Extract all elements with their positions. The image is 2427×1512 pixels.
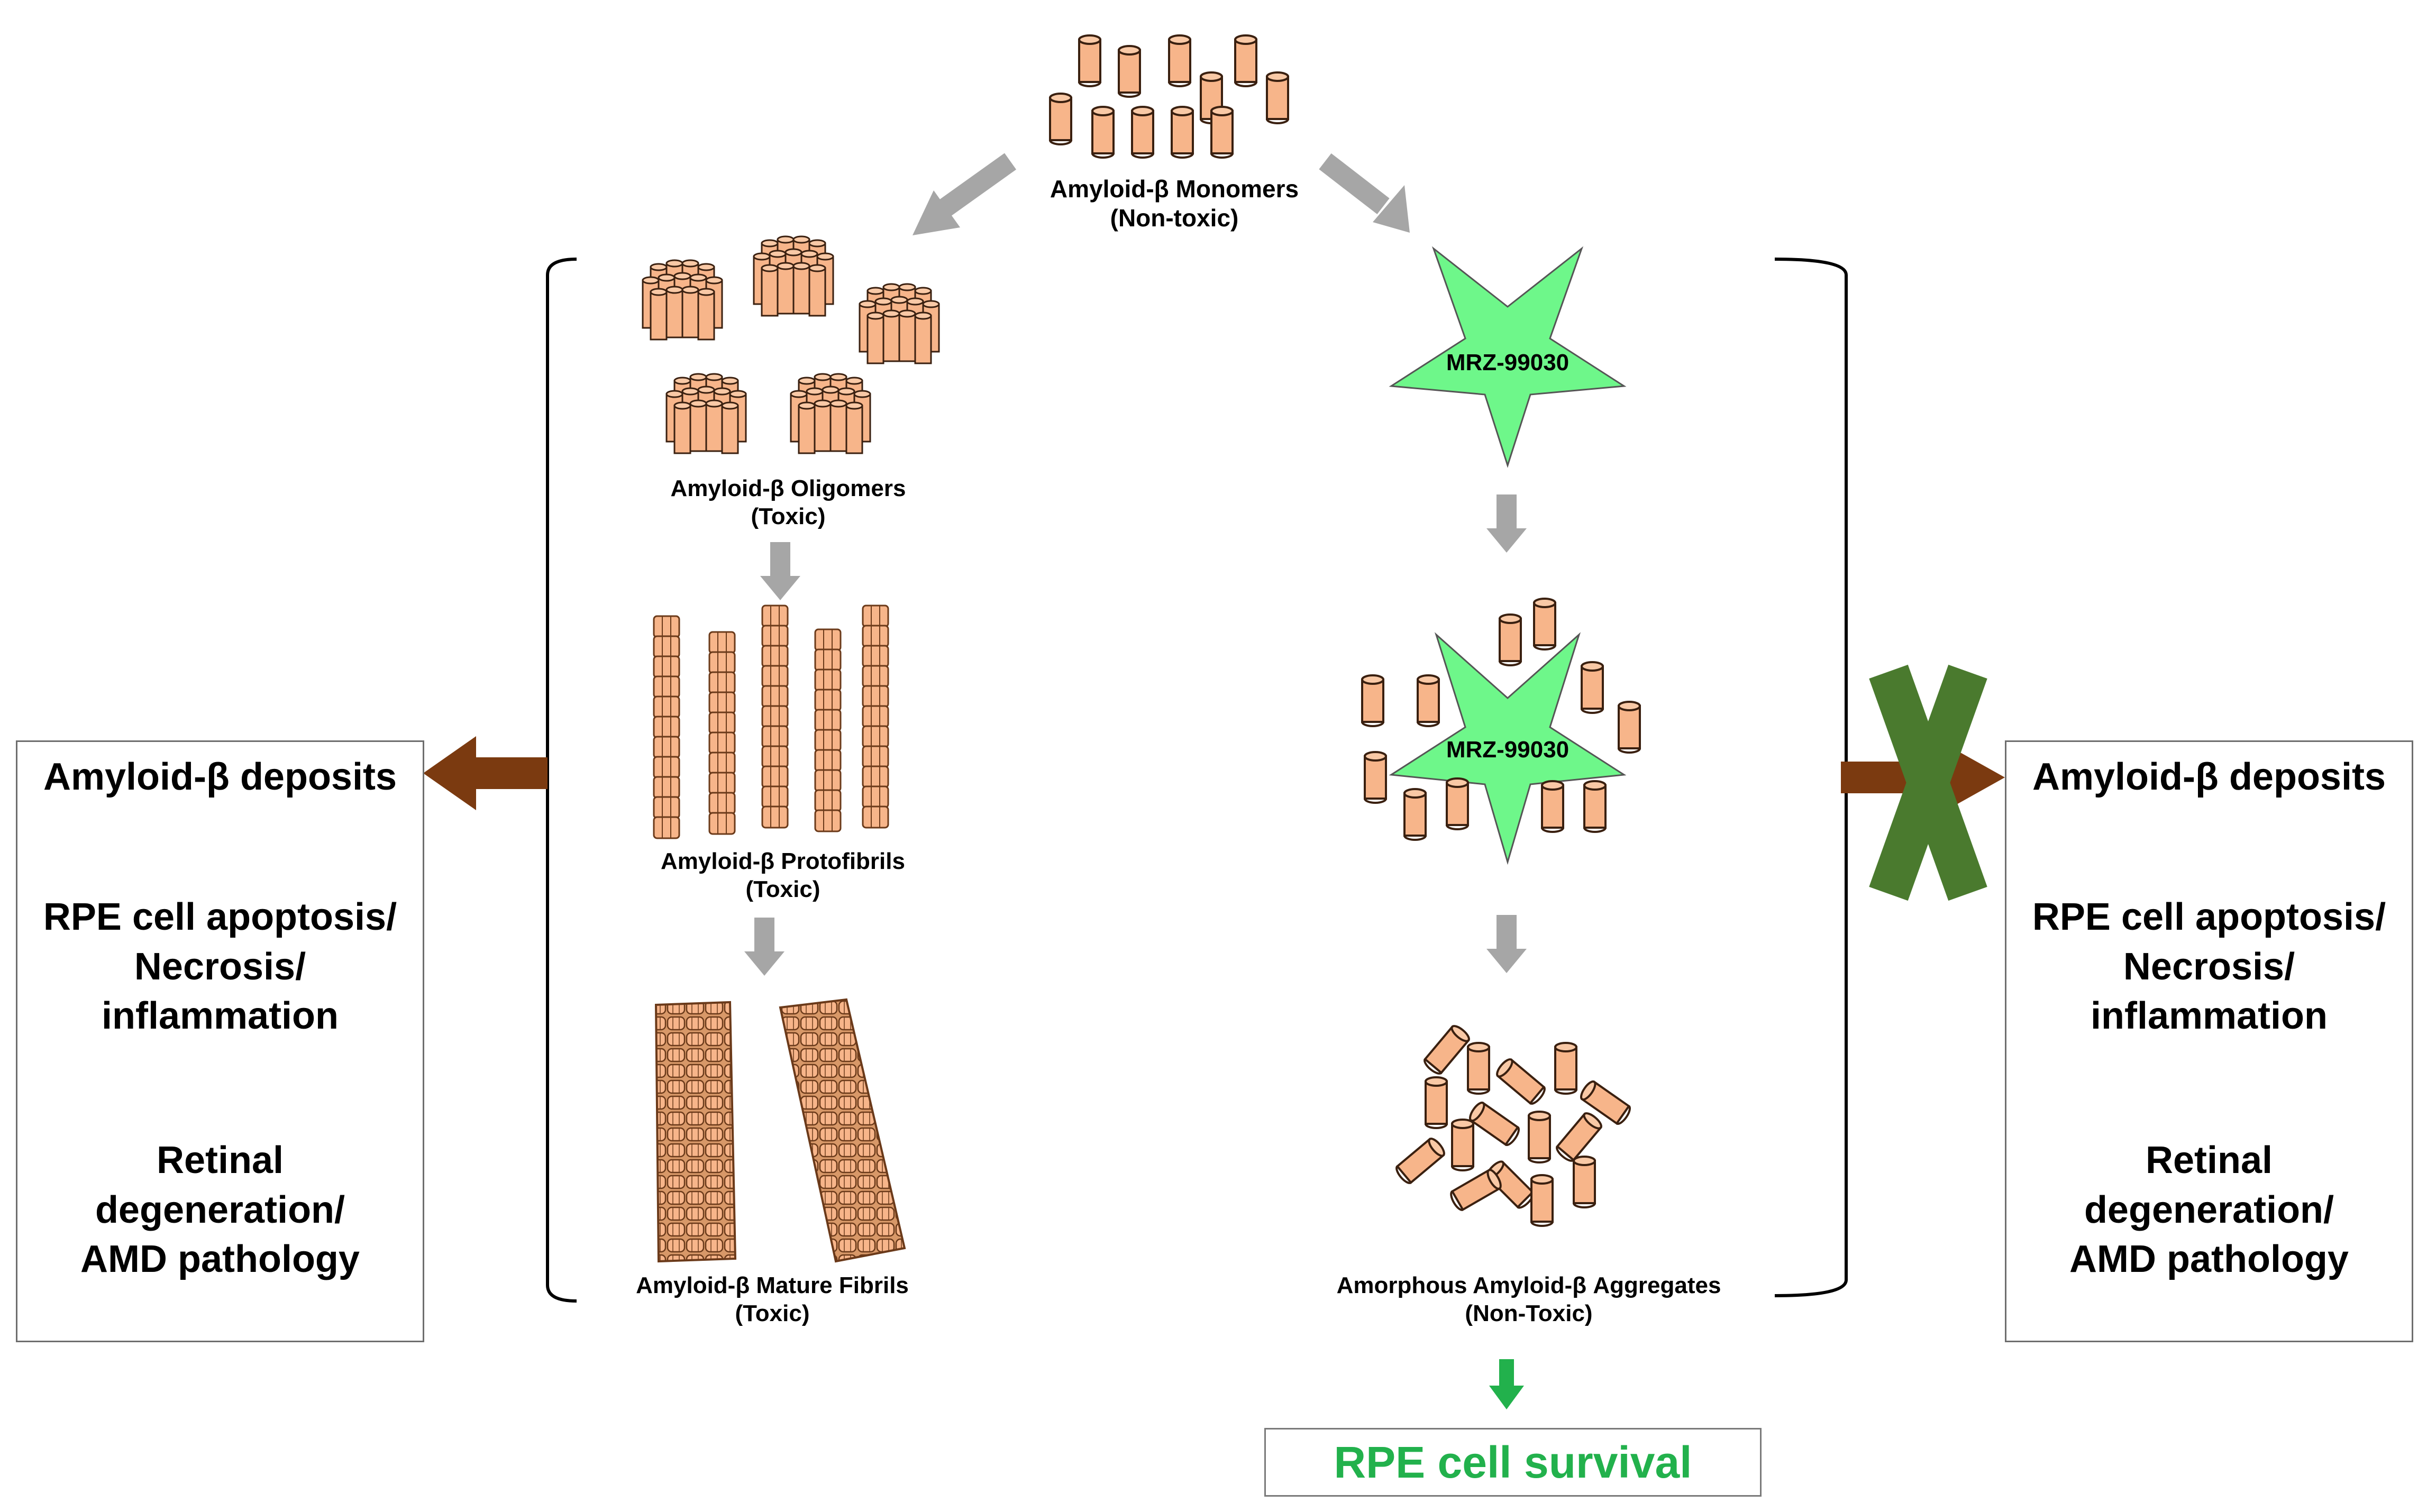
left-step-degeneration: Retinal degeneration/ AMD pathology — [80, 1139, 360, 1281]
mature-fibrils — [654, 998, 906, 1263]
protofibrils-cluster — [653, 604, 889, 839]
amorphous-aggregates — [1393, 1022, 1634, 1227]
protofibril-segment — [708, 752, 736, 775]
protofibril-segment — [814, 769, 842, 792]
protofibril-segment — [761, 765, 789, 789]
protofibril-segment — [862, 685, 889, 708]
protofibril-segment — [708, 671, 736, 694]
protofibril-segment — [708, 772, 736, 795]
protofibril-segment — [814, 668, 842, 692]
arrow-to-drug — [1319, 153, 1410, 233]
left-step-deposits: Amyloid-β deposits — [43, 756, 397, 798]
right-pathology-box: Amyloid-β deposits RPE cell apoptosis/ N… — [2005, 740, 2413, 1342]
green-arrow-to-survival — [1489, 1359, 1524, 1409]
arrow-drug-to-complex — [1486, 494, 1527, 553]
protofibril-segment — [708, 731, 736, 755]
right-step-deposits: Amyloid-β deposits — [2032, 756, 2386, 798]
brown-arrow-left — [423, 736, 548, 810]
protofibril-segment — [862, 665, 889, 688]
protofibril-segment — [761, 665, 789, 688]
protofibril-segment — [708, 711, 736, 735]
protofibril-segment — [708, 812, 736, 835]
protofibril-segment — [862, 765, 889, 789]
protofibril-segment — [814, 648, 842, 672]
protofibril-segment — [653, 716, 680, 739]
protofibril-segment — [814, 749, 842, 772]
protofibril-segment — [814, 809, 842, 832]
protofibril-segment — [862, 604, 889, 628]
protofibril-segment — [862, 645, 889, 668]
protofibril-segment — [761, 705, 789, 728]
protofibril-segment — [653, 655, 680, 679]
protofibril-segment — [653, 756, 680, 779]
protofibril-segment — [653, 816, 680, 839]
oligomers-cluster — [643, 236, 939, 453]
protofibril-segment — [708, 631, 736, 654]
protofibril-segment — [761, 785, 789, 809]
mature-fibrils-label: Amyloid-β Mature Fibrils (Toxic) — [636, 1272, 909, 1326]
arrow-protofibrils-to-fibrils — [744, 918, 784, 976]
protofibril-segment — [708, 651, 736, 674]
protofibril-segment — [653, 776, 680, 799]
protofibril-segment — [862, 785, 889, 809]
protofibril-segment — [814, 689, 842, 712]
arrow-complex-to-amorphous — [1486, 915, 1527, 973]
right-bracket — [1774, 258, 1848, 1297]
amorphous-label: Amorphous Amyloid-β Aggregates (Non-Toxi… — [1336, 1272, 1721, 1326]
drug-label: MRZ-99030 — [1446, 350, 1570, 375]
left-pathology-box: Amyloid-β deposits RPE cell apoptosis/ N… — [16, 740, 424, 1342]
drug-complex-star — [1389, 632, 1627, 865]
monomers-label: Amyloid-β Monomers (Non-toxic) — [1050, 175, 1299, 232]
protofibril-segment — [761, 745, 789, 768]
blocked-cross — [1869, 664, 1987, 901]
drug-complex-label: MRZ-99030 — [1446, 737, 1570, 763]
protofibril-segment — [653, 736, 680, 759]
protofibril-segment — [653, 615, 680, 638]
protofibril-segment — [814, 729, 842, 752]
protofibril-segment — [761, 805, 789, 829]
protofibril-segment — [653, 796, 680, 819]
rpe-survival-box: RPE cell survival — [1264, 1428, 1762, 1497]
oligomers-label: Amyloid-β Oligomers (Toxic) — [670, 475, 906, 529]
right-step-apoptosis: RPE cell apoptosis/ Necrosis/ inflammati… — [2032, 896, 2386, 1038]
right-step-degeneration: Retinal degeneration/ AMD pathology — [2069, 1139, 2349, 1281]
left-step-apoptosis: RPE cell apoptosis/ Necrosis/ inflammati… — [43, 896, 397, 1038]
protofibril-segment — [761, 645, 789, 668]
arrow-to-oligomers — [913, 153, 1017, 235]
protofibril-segment — [653, 695, 680, 719]
left-bracket — [546, 258, 577, 1303]
protofibril-segment — [862, 705, 889, 728]
monomers-cluster — [1049, 34, 1289, 159]
drug-star — [1389, 246, 1627, 468]
protofibril-segment — [761, 685, 789, 708]
protofibril-segment — [653, 675, 680, 699]
protofibrils-label: Amyloid-β Protofibrils (Toxic) — [661, 848, 905, 902]
rpe-survival-label: RPE cell survival — [1334, 1437, 1692, 1487]
protofibril-segment — [708, 691, 736, 714]
protofibril-segment — [814, 709, 842, 732]
protofibril-segment — [862, 725, 889, 748]
protofibril-segment — [761, 604, 789, 628]
protofibril-segment — [761, 725, 789, 748]
arrow-oligomers-to-protofibrils — [760, 542, 800, 600]
protofibril-segment — [862, 625, 889, 648]
protofibril-segment — [761, 625, 789, 648]
protofibril-segment — [862, 805, 889, 829]
protofibril-segment — [653, 635, 680, 658]
protofibril-segment — [708, 792, 736, 815]
protofibril-segment — [814, 789, 842, 812]
protofibril-segment — [862, 745, 889, 768]
protofibril-segment — [814, 628, 842, 652]
